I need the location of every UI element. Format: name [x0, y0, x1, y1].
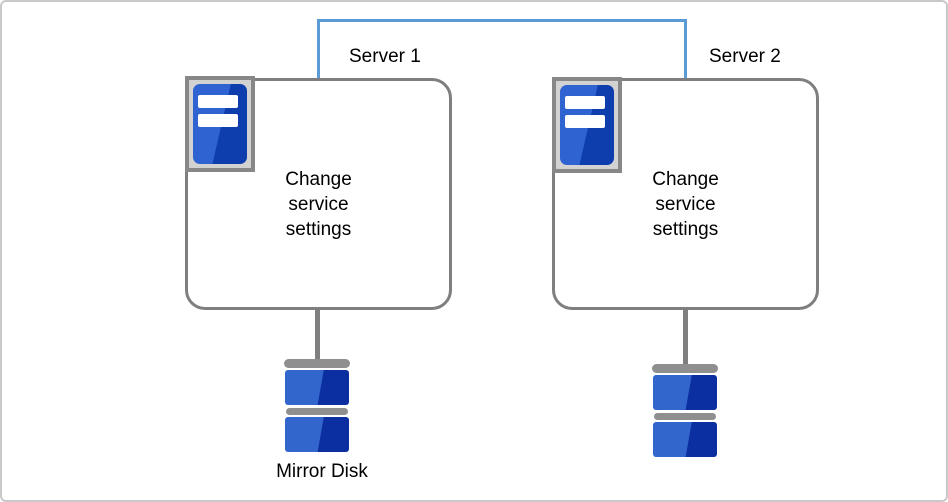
- disk-platter: [285, 417, 349, 452]
- server1-action-text: Change service settings: [285, 169, 352, 240]
- disk-divider: [286, 408, 348, 415]
- server-icon-slot: [565, 96, 605, 109]
- server2-label: Server 2: [709, 46, 781, 67]
- disk-platter: [653, 422, 717, 457]
- server1-disk-connector-line: [315, 307, 320, 361]
- disk-divider: [654, 413, 716, 420]
- server-icon-tower: [560, 85, 614, 165]
- disk-cap: [652, 364, 718, 373]
- server2-disk-connector-line: [683, 307, 688, 367]
- mirror-disk-label: Mirror Disk: [276, 461, 368, 482]
- server-icon-slot: [198, 95, 238, 108]
- disk-platter: [285, 370, 349, 405]
- mirror-disk-icon: [652, 364, 718, 457]
- server-icon-tower: [193, 84, 247, 164]
- server-icon: [552, 77, 622, 173]
- server-icon-slot: [198, 114, 238, 127]
- server-icon: [185, 76, 255, 172]
- server1-label: Server 1: [349, 46, 421, 67]
- disk-cap: [284, 359, 350, 368]
- server2-action-text: Change service settings: [652, 169, 719, 240]
- server-icon-slot: [565, 115, 605, 128]
- server2-box: Change service settings: [552, 78, 819, 310]
- server-interconnect-line: [317, 19, 687, 79]
- mirror-disk-icon: [284, 359, 350, 452]
- disk-platter: [653, 375, 717, 410]
